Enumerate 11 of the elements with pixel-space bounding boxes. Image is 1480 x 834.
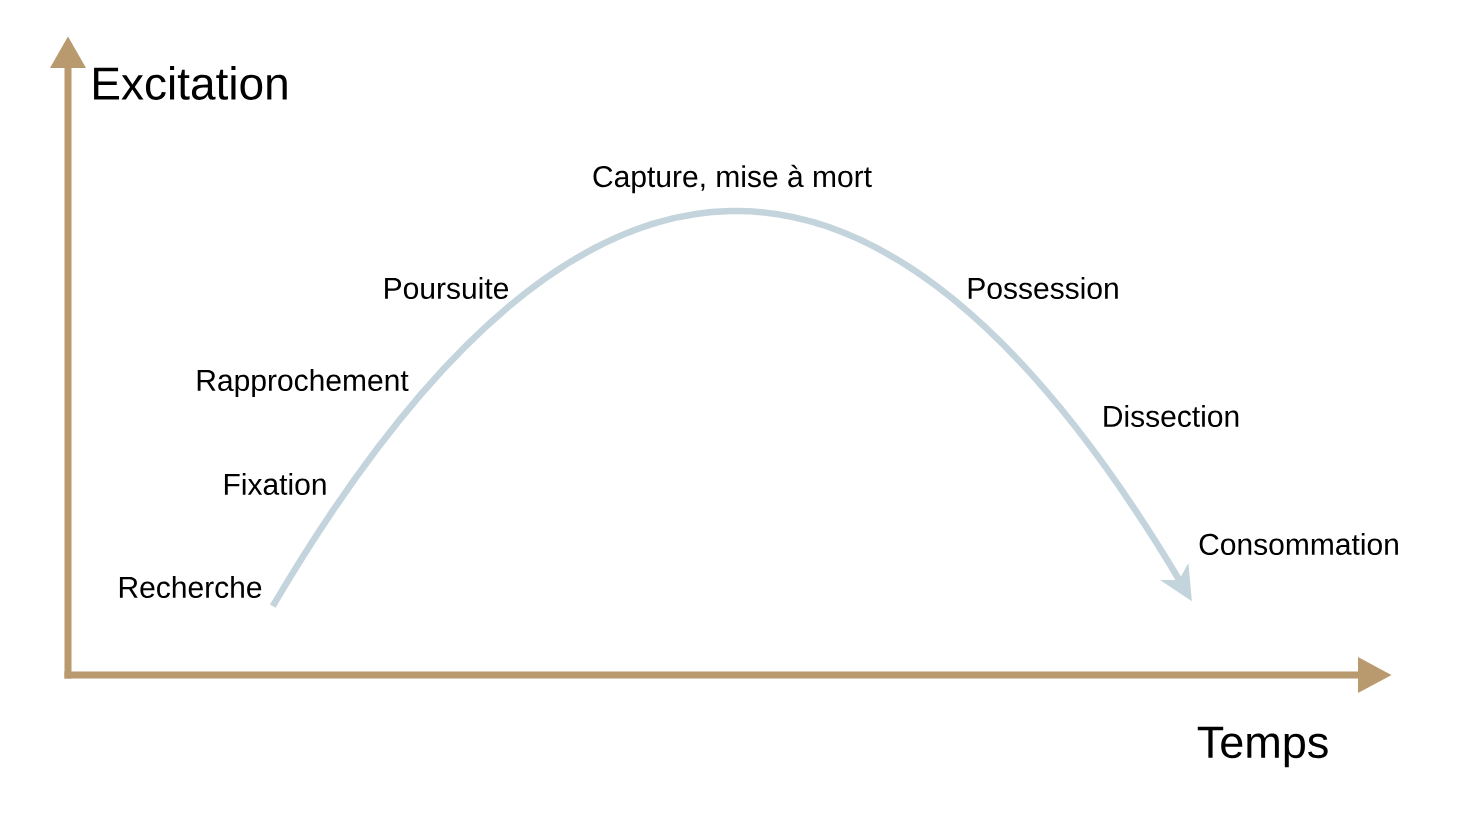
curve-arrow: [270, 208, 1192, 608]
stage-label: Fixation: [224, 473, 326, 496]
axis-title: Temps: [1197, 726, 1328, 768]
stage-label: Rapprochement: [197, 369, 409, 397]
stage-label: Consommation: [1199, 533, 1398, 556]
stage-label: Capture, mise à mort: [593, 164, 872, 194]
stage-label: Dissection: [1104, 405, 1239, 427]
stage-label: Recherche: [119, 576, 262, 599]
axis-title: Excitation: [94, 66, 287, 100]
stage-label: Poursuite: [385, 277, 509, 299]
stage-label: Possession: [968, 277, 1118, 299]
